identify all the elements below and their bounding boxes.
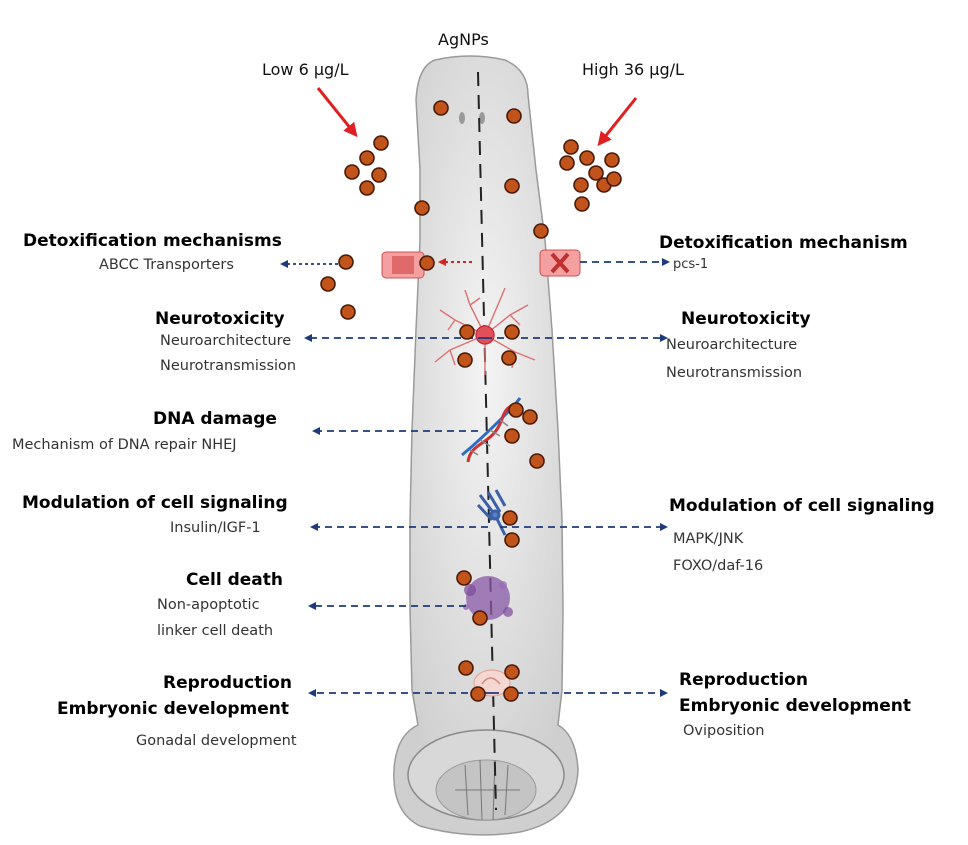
left-neuro-sub2: Neurotransmission — [160, 358, 297, 374]
nanoparticle-dot — [459, 324, 475, 340]
left-repro-title1: Reproduction — [163, 673, 292, 693]
high-dose-arrow — [597, 97, 638, 147]
nanoparticle-dot — [522, 409, 538, 425]
nanoparticle-dot — [338, 254, 354, 270]
nanoparticle-dot — [472, 610, 488, 626]
abcc-transporter-channel — [381, 251, 425, 279]
left-death-sub1: Non-apoptotic — [157, 597, 260, 613]
nanoparticle-dot — [457, 352, 473, 368]
left-detox-sub: ABCC Transporters — [99, 257, 234, 273]
nanoparticle-dot — [606, 171, 622, 187]
low-dose-label: Low 6 μg/L — [262, 60, 349, 79]
nanoparticle-dot — [373, 135, 389, 151]
low-dose-arrow — [316, 87, 358, 138]
nanoparticle-dot — [579, 150, 595, 166]
nanoparticle-dot — [533, 223, 549, 239]
left-neuro-sub1: Neuroarchitecture — [160, 333, 292, 349]
nanoparticle-dot — [340, 304, 356, 320]
nanoparticle-dot — [604, 152, 620, 168]
right-repro-title2: Embryonic development — [679, 696, 912, 716]
nanoparticle-dot — [504, 324, 520, 340]
left-death-sub2: linker cell death — [157, 623, 274, 639]
nanoparticle-dot — [414, 200, 430, 216]
eye-spot-right — [479, 112, 485, 124]
left-dna-sub: Mechanism of DNA repair NHEJ — [12, 437, 237, 453]
right-repro-sub: Oviposition — [683, 723, 765, 739]
nanoparticle-dot — [502, 510, 518, 526]
nanoparticle-dot — [504, 178, 520, 194]
worm-body — [393, 55, 579, 836]
receptor-graphic — [476, 489, 507, 536]
nanoparticle-dot — [359, 180, 375, 196]
high-dose-label: High 36 μg/L — [582, 60, 684, 79]
nanoparticle-dot — [504, 532, 520, 548]
dying-cell-graphic — [463, 576, 513, 620]
eye-spot-left — [459, 112, 465, 124]
nanoparticle-dot — [588, 165, 604, 181]
left-detox-title: Detoxification mechanisms — [23, 231, 282, 251]
right-signal-title: Modulation of cell signaling — [669, 496, 935, 516]
right-detox-sub: pcs-1 — [673, 257, 709, 272]
left-repro-sub: Gonadal development — [136, 733, 297, 749]
right-neuro-title: Neurotoxicity — [681, 309, 811, 329]
nanoparticle-dot — [504, 664, 520, 680]
nanoparticle-dot — [503, 686, 519, 702]
nanoparticle-dot — [419, 255, 435, 271]
nanoparticle-dot — [508, 402, 524, 418]
nanoparticle-dot — [433, 100, 449, 116]
nanoparticle-dot — [359, 150, 375, 166]
nanoparticle-dot — [506, 108, 522, 124]
nanoparticle-dot — [470, 686, 486, 702]
nanoparticle-dot — [344, 164, 360, 180]
right-repro-title1: Reproduction — [679, 670, 808, 690]
right-signal-sub2: FOXO/daf-16 — [673, 558, 764, 574]
neuron-graphic — [434, 287, 536, 375]
right-signal-sub1: MAPK/JNK — [673, 531, 744, 547]
nanoparticle-dot — [563, 139, 579, 155]
left-death-title: Cell death — [186, 570, 283, 590]
nanoparticle-dot — [529, 453, 545, 469]
worm-head-lines — [455, 759, 520, 821]
left-arrows — [280, 260, 492, 697]
left-signal-sub: Insulin/IGF-1 — [170, 520, 261, 536]
nanoparticle-dot — [573, 177, 589, 193]
left-neuro-title: Neurotoxicity — [155, 309, 285, 329]
nanoparticle-dot — [458, 660, 474, 676]
silver-nanoparticles — [320, 100, 622, 702]
left-repro-title2: Embryonic development — [57, 699, 290, 719]
right-neuro-sub1: Neuroarchitecture — [666, 337, 798, 353]
nanoparticle-dot — [371, 167, 387, 183]
nanoparticle-dot — [504, 428, 520, 444]
pcs1-channel — [539, 249, 581, 277]
title-agnps: AgNPs — [438, 30, 489, 49]
nanoparticle-dot — [456, 570, 472, 586]
nanoparticle-dot — [501, 350, 517, 366]
nanoparticle-dot — [559, 155, 575, 171]
left-dna-title: DNA damage — [153, 409, 277, 429]
right-neuro-sub2: Neurotransmission — [666, 365, 803, 381]
nanoparticle-dot — [320, 276, 336, 292]
left-signal-title: Modulation of cell signaling — [22, 493, 288, 513]
nanoparticle-dot — [574, 196, 590, 212]
right-detox-title: Detoxification mechanism — [659, 233, 908, 253]
